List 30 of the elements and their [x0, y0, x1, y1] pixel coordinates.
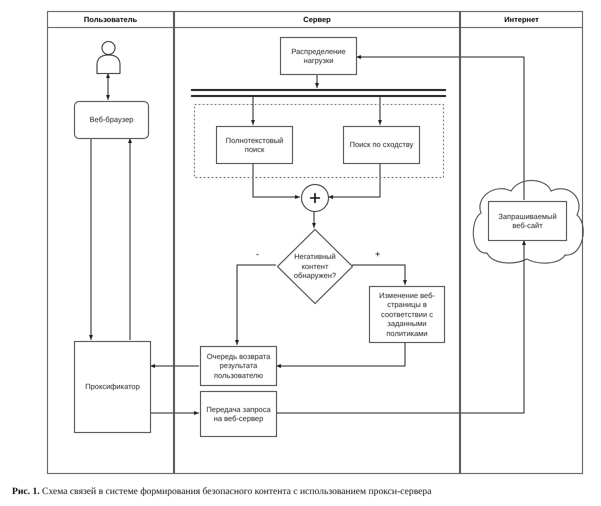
- arrow: [276, 342, 406, 368]
- process-box: [488, 201, 567, 241]
- process-box: [280, 37, 357, 75]
- arrow: [235, 264, 276, 346]
- process-box: [343, 126, 420, 164]
- arrow: [251, 96, 255, 126]
- arrow: [315, 74, 319, 88]
- arrow: [352, 264, 407, 286]
- edge-label: +: [374, 250, 382, 259]
- arrow: [89, 138, 93, 340]
- process-box: [216, 126, 293, 164]
- process-box: [369, 286, 445, 343]
- arrow: [312, 210, 316, 228]
- arrow: [356, 55, 524, 200]
- swimlane: [460, 11, 583, 474]
- arrow: [128, 138, 132, 340]
- process-box: [200, 346, 277, 386]
- arrow: [276, 240, 526, 414]
- swimlane: [47, 11, 174, 474]
- arrow: [106, 72, 110, 100]
- process-box: [74, 341, 151, 433]
- arrow: [378, 96, 382, 126]
- process-box: [74, 101, 149, 139]
- arrow: [150, 364, 200, 368]
- swimlane: [174, 11, 460, 474]
- arrow: [328, 162, 380, 199]
- process-box: [200, 391, 277, 437]
- arrow: [150, 411, 200, 415]
- figure-caption: Рис. 1. Схема связей в системе формирования безопасного контента с использованием прокси-сервера: [12, 486, 432, 497]
- arrow: [252, 162, 300, 199]
